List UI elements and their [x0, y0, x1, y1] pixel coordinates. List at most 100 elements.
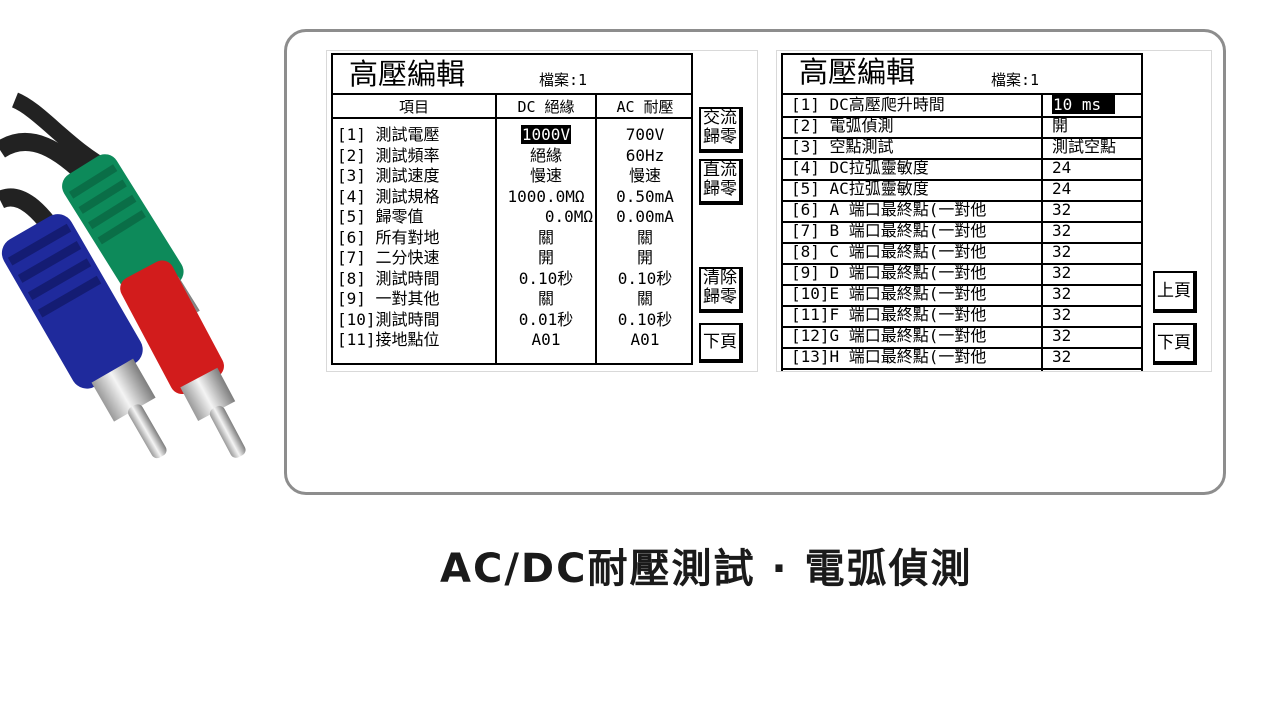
divider	[495, 93, 497, 365]
item-value[interactable]: 開	[1052, 116, 1069, 135]
item-label: [4] DC拉弧靈敏度	[791, 158, 929, 177]
ac-value[interactable]: 0.50mA	[616, 186, 674, 206]
item-label: [6] A 端口最終點(一對他	[791, 200, 987, 219]
dc-value[interactable]: A01	[531, 330, 561, 349]
list-item[interactable]: [2] 電弧偵測 開	[782, 116, 1143, 139]
panel-1-table	[331, 53, 693, 365]
list-item[interactable]: [4] DC拉弧靈敏度 24	[782, 158, 1143, 181]
item-label: [9] D 端口最終點(一對他	[791, 263, 987, 282]
hv-edit-panel-1: 高壓編輯 檔案:1 項目 DC 絕緣 AC 耐壓 [1] 測試電壓 [2] 測試…	[326, 50, 758, 372]
ac-value[interactable]: 慢速	[628, 166, 661, 185]
item-label: [12]G 端口最終點(一對他	[791, 326, 987, 345]
ac-value[interactable]: 700V	[625, 125, 665, 144]
item-value[interactable]: 10 ms	[1052, 95, 1116, 114]
clear-zero-label: 歸零	[703, 287, 737, 307]
ac-zero-label: 歸零	[703, 127, 737, 147]
row-label: [8] 測試時間	[337, 268, 440, 288]
item-label: [11]F 端口最終點(一對他	[791, 305, 987, 324]
list-item[interactable]: [7] B 端口最終點(一對他 32	[782, 221, 1143, 244]
ac-column: 700V 60Hz 慢速 0.50mA 0.00mA 關 開 0.10秒 關 0…	[597, 125, 693, 351]
divider	[1041, 93, 1043, 371]
dc-value[interactable]: 0.10秒	[518, 268, 574, 288]
list-item[interactable]: [12]G 端口最終點(一對他 32	[782, 326, 1143, 349]
divider	[781, 93, 1143, 95]
row-label: [3] 測試速度	[337, 166, 440, 185]
item-label: [7] B 端口最終點(一對他	[791, 221, 987, 240]
ac-zero-button[interactable]: 交流 歸零	[699, 107, 743, 153]
dc-column: 1000V 絕緣 慢速 1000.0MΩ 0.0MΩ 關 開 0.10秒 關 0…	[497, 125, 595, 351]
list-item[interactable]: [10]E 端口最終點(一對他 32	[782, 284, 1143, 307]
item-label: [5] AC拉弧靈敏度	[791, 179, 929, 198]
divider	[331, 117, 693, 119]
row-label: [6] 所有對地	[337, 227, 440, 247]
dc-voltage-value[interactable]: 1000V	[520, 125, 572, 144]
clear-zero-button[interactable]: 清除 歸零	[699, 267, 743, 313]
dc-value[interactable]: 關	[537, 289, 554, 308]
row-label: [7] 二分快速	[337, 248, 440, 267]
item-label: [10]E 端口最終點(一對他	[791, 284, 987, 303]
item-value[interactable]: 32	[1052, 200, 1072, 219]
item-value[interactable]: 32	[1052, 242, 1072, 261]
list-item[interactable]: [11]F 端口最終點(一對他 32	[782, 305, 1143, 328]
row-label: [4] 測試規格	[337, 186, 440, 206]
item-label: [8] C 端口最終點(一對他	[791, 242, 987, 261]
ac-value[interactable]: 0.10秒	[617, 268, 673, 288]
ac-value[interactable]: 關	[636, 227, 653, 247]
header-dc: DC 絕緣	[517, 98, 575, 116]
label-column: [1] 測試電壓 [2] 測試頻率 [3] 測試速度 [4] 測試規格 [5] …	[337, 125, 440, 351]
caption-text: AC/DC耐壓測試 · 電弧偵測	[440, 546, 973, 592]
rca-cables-image	[0, 92, 246, 459]
ac-zero-label: 交流	[703, 108, 737, 128]
list-item[interactable]: [9] D 端口最終點(一對他 32	[782, 263, 1143, 286]
item-value[interactable]: 32	[1052, 347, 1072, 366]
dc-value[interactable]: 0.0MΩ	[544, 207, 593, 226]
ac-value[interactable]: 0.00mA	[616, 207, 674, 226]
item-value[interactable]: 32	[1052, 305, 1072, 324]
item-label: [3] 空點測試	[791, 137, 894, 156]
prev-page-button[interactable]: 上頁	[1153, 271, 1197, 313]
dc-value[interactable]: 1000.0MΩ	[507, 186, 585, 206]
item-label: [2] 電弧偵測	[791, 116, 894, 135]
list-item[interactable]: [6] A 端口最終點(一對他 32	[782, 200, 1143, 223]
list-item[interactable]: [5] AC拉弧靈敏度 24	[782, 179, 1143, 202]
dc-value[interactable]: 慢速	[529, 166, 562, 185]
row-label: [5] 歸零值	[337, 207, 424, 226]
item-value[interactable]: 32	[1052, 221, 1072, 240]
dc-zero-button[interactable]: 直流 歸零	[699, 159, 743, 205]
dc-value[interactable]: 關	[537, 227, 554, 247]
page-title: 高壓編輯	[799, 55, 916, 89]
list-item[interactable]: [3] 空點測試 測試空點	[782, 137, 1143, 160]
ac-value[interactable]: 開	[636, 248, 653, 267]
row-label: [9] 一對其他	[337, 289, 440, 308]
ac-value[interactable]: 關	[636, 289, 653, 308]
ac-value[interactable]: 60Hz	[625, 145, 665, 165]
dc-zero-label: 直流	[703, 160, 737, 180]
dc-value[interactable]: 絕緣	[529, 145, 562, 165]
ac-value[interactable]: 0.10秒	[617, 309, 673, 329]
dc-value[interactable]: 開	[537, 248, 554, 267]
file-label: 檔案:1	[991, 71, 1040, 89]
item-value[interactable]: 測試空點	[1052, 137, 1117, 156]
dc-value[interactable]: 0.01秒	[518, 309, 574, 329]
item-value[interactable]: 32	[1052, 284, 1072, 303]
item-value[interactable]: 24	[1052, 158, 1072, 177]
item-value[interactable]: 24	[1052, 179, 1072, 198]
next-page-button[interactable]: 下頁	[699, 323, 743, 363]
panel-2-table	[781, 53, 1143, 371]
row-label: [10]測試時間	[337, 309, 440, 329]
item-value[interactable]: 32	[1052, 263, 1072, 282]
list-item[interactable]: [8] C 端口最終點(一對他 32	[782, 242, 1143, 265]
next-page-button[interactable]: 下頁	[1153, 323, 1197, 365]
divider	[595, 93, 597, 365]
row-label: [11]接地點位	[337, 330, 440, 349]
clear-zero-label: 清除	[703, 268, 737, 288]
dc-zero-label: 歸零	[703, 179, 737, 199]
header-item: 項目	[398, 98, 429, 116]
file-label: 檔案:1	[539, 71, 588, 89]
item-value[interactable]: 32	[1052, 326, 1072, 345]
ac-value[interactable]: A01	[630, 330, 660, 349]
row-label: [1] 測試電壓	[337, 125, 440, 144]
